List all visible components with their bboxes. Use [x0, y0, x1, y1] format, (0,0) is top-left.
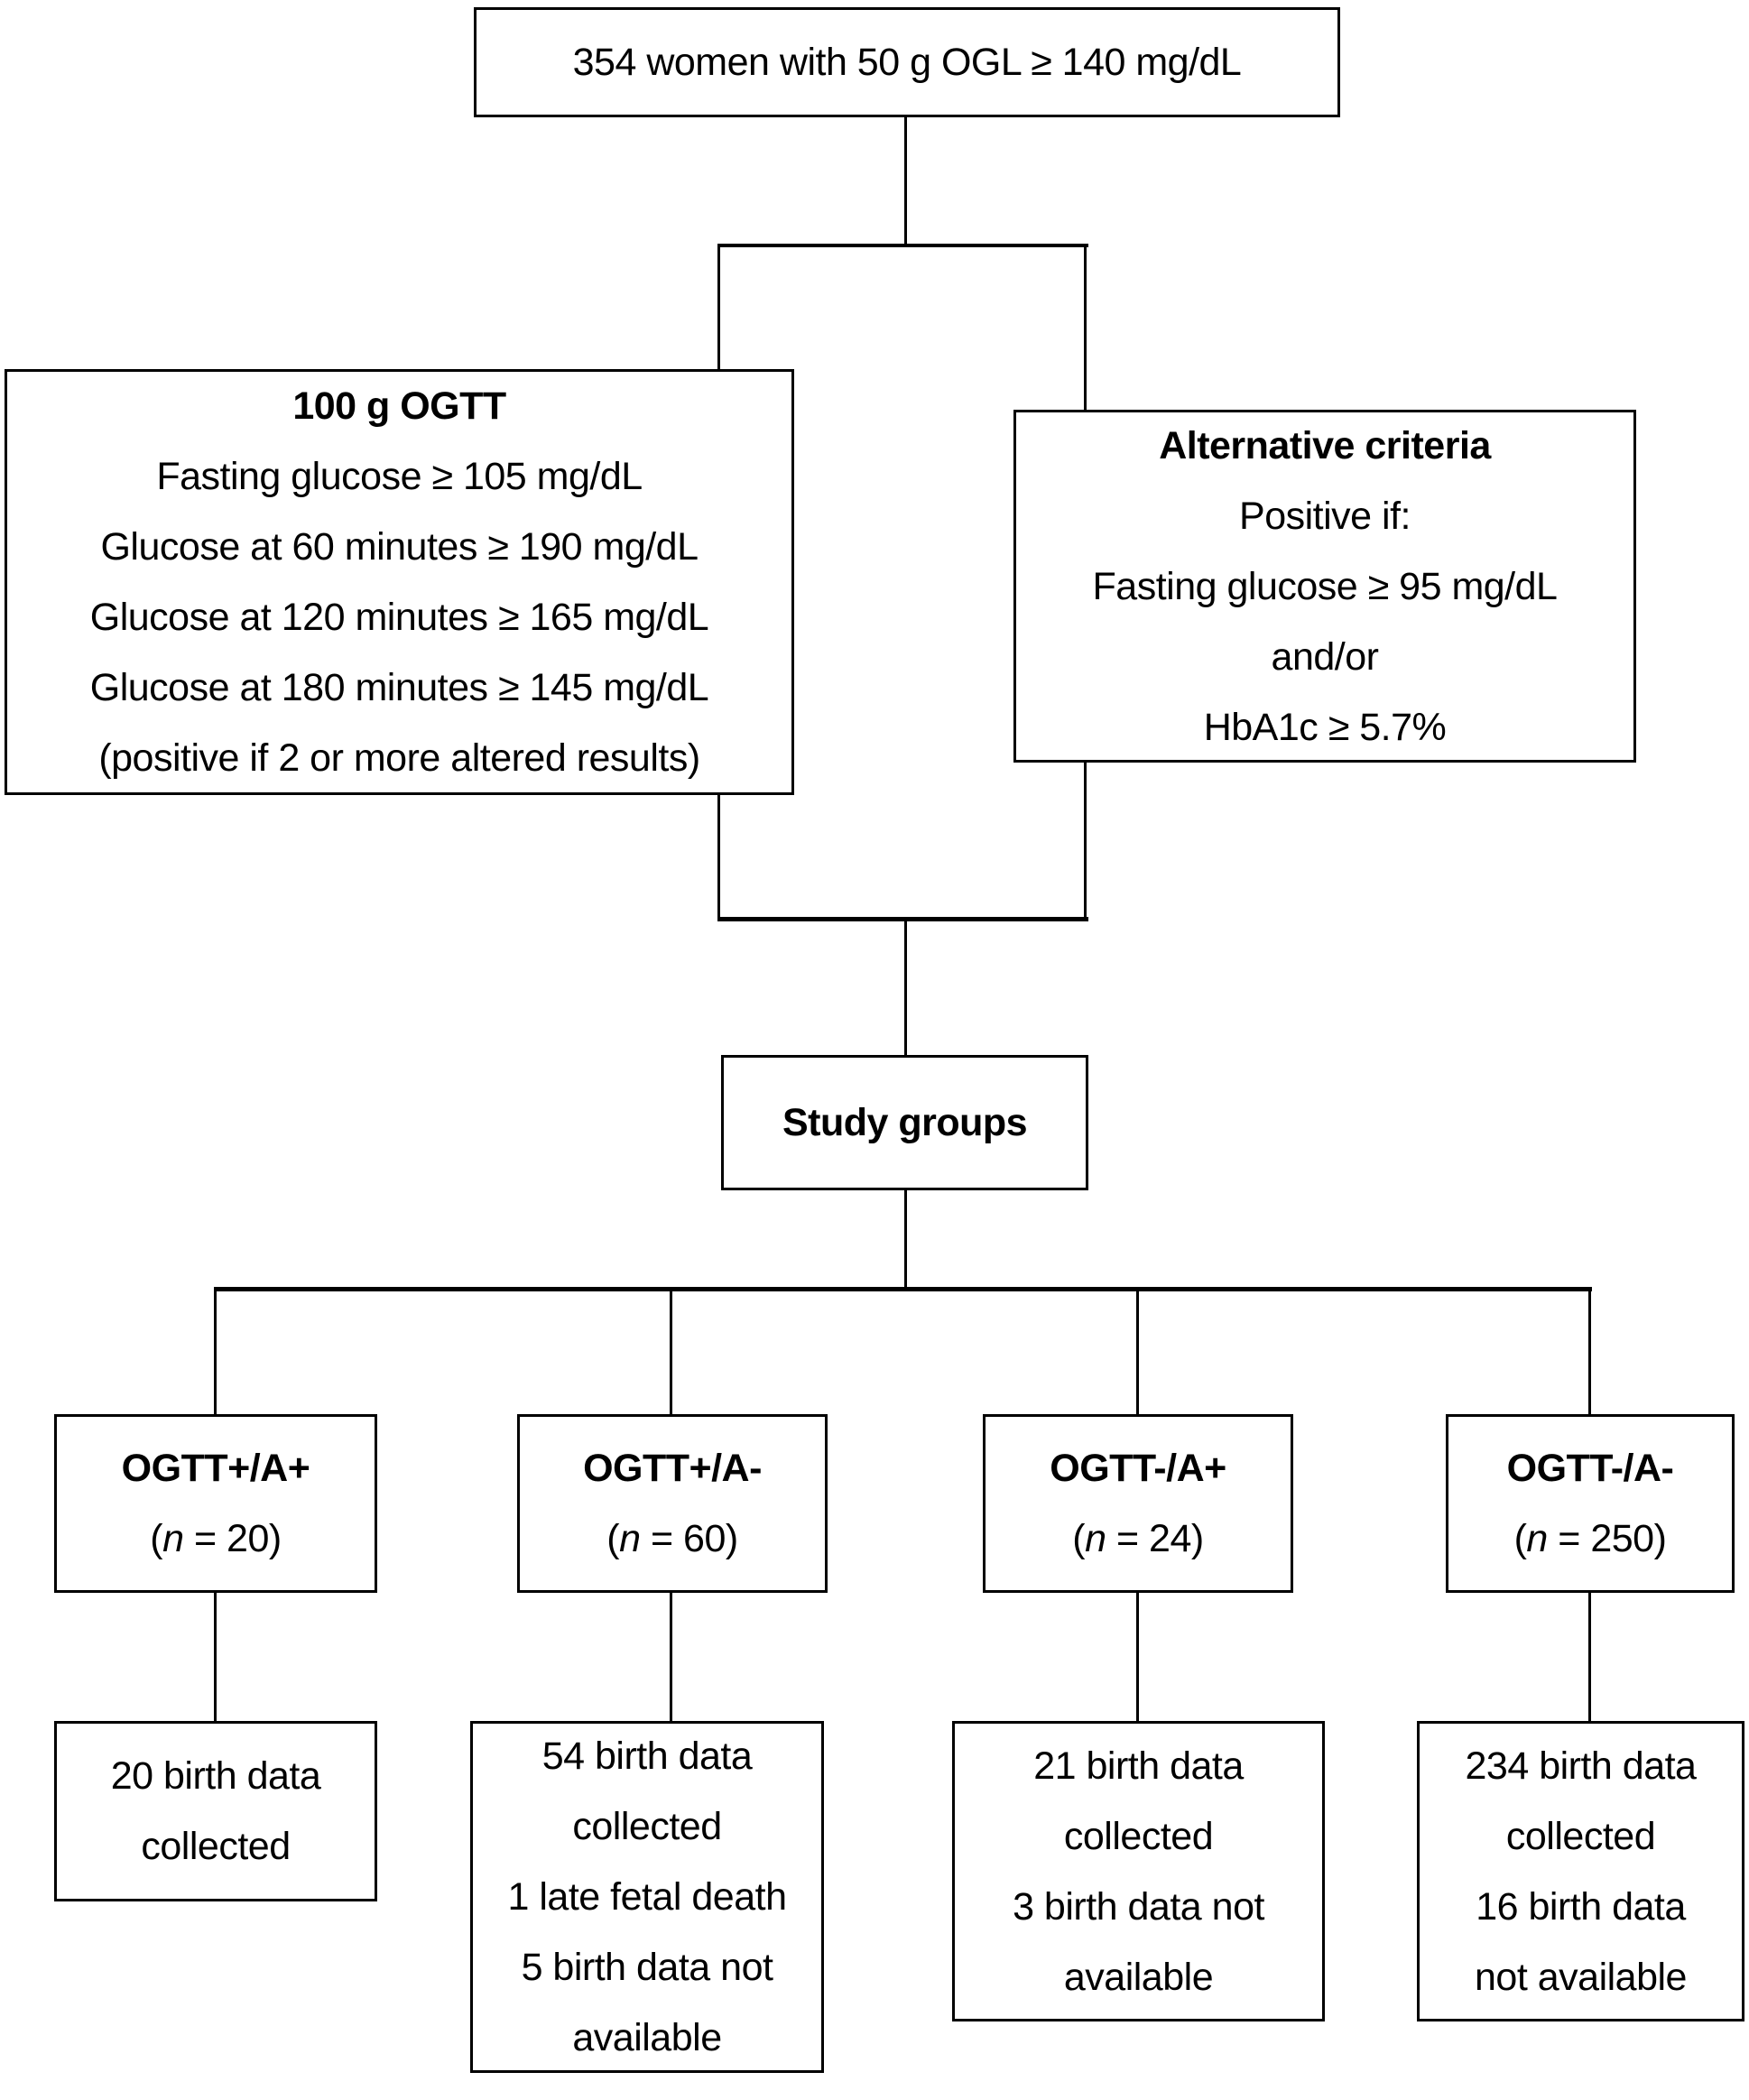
outcome-line: collected — [1505, 1814, 1656, 1858]
connector-split-to-alternative — [1084, 244, 1087, 412]
connector-split-to-ogtt — [717, 244, 720, 372]
outcome-line: 234 birth data — [1465, 1744, 1697, 1788]
ogtt-criteria-title: 100 g OGTT — [292, 384, 506, 428]
ogtt-criteria-line: Fasting glucose ≥ 105 mg/dL — [156, 455, 643, 498]
outcome-line: available — [1063, 1955, 1214, 1999]
outcome-box-3: 21 birth data collected 3 birth data not… — [952, 1721, 1325, 2021]
connector-top-to-split — [904, 116, 907, 247]
outcome-box-2: 54 birth data collected 1 late fetal dea… — [470, 1721, 824, 2073]
group-label: OGTT+/A+ — [121, 1447, 310, 1490]
outcome-line: 21 birth data — [1033, 1744, 1244, 1788]
ogtt-criteria-line: Glucose at 60 minutes ≥ 190 mg/dL — [100, 525, 699, 569]
n-symbol: n — [1526, 1517, 1548, 1560]
n-value: = 250) — [1547, 1517, 1667, 1560]
connector-merge-to-study — [904, 917, 907, 1057]
group-box-ogtt-neg-a-neg: OGTT-/A- (n = 250) — [1446, 1414, 1735, 1593]
outcome-line: 54 birth data — [541, 1735, 753, 1778]
outcome-line: collected — [1063, 1814, 1214, 1858]
n-symbol: n — [1085, 1517, 1106, 1560]
outcome-line: collected — [572, 1805, 722, 1848]
group-label: OGTT+/A- — [583, 1447, 762, 1490]
study-groups-title: Study groups — [782, 1101, 1028, 1144]
population-text: 354 women with 50 g OGL ≥ 140 mg/dL — [572, 41, 1242, 84]
connector-group-3-to-outcome-3 — [1136, 1591, 1139, 1721]
outcome-line: not available — [1475, 1955, 1687, 1999]
alternative-criteria-line: Fasting glucose ≥ 95 mg/dL — [1092, 564, 1558, 608]
n-value: = 60) — [640, 1517, 738, 1560]
group-label: OGTT-/A+ — [1050, 1447, 1226, 1490]
alternative-criteria-line: HbA1c ≥ 5.7% — [1203, 705, 1447, 749]
alternative-criteria-box: Alternative criteria Positive if: Fastin… — [1013, 410, 1636, 763]
group-n-count: (n = 20) — [150, 1503, 282, 1574]
connector-to-group-1 — [214, 1287, 217, 1414]
group-n-count: (n = 24) — [1072, 1503, 1204, 1574]
group-n-count: (n = 60) — [606, 1503, 738, 1574]
ogtt-criteria-line: Glucose at 180 minutes ≥ 145 mg/dL — [89, 666, 709, 709]
connector-to-group-4 — [1588, 1287, 1591, 1414]
n-symbol: n — [619, 1517, 641, 1560]
connector-to-group-3 — [1136, 1287, 1139, 1414]
connector-group-2-to-outcome-2 — [670, 1591, 672, 1721]
group-box-ogtt-pos-a-neg: OGTT+/A- (n = 60) — [517, 1414, 828, 1593]
population-box: 354 women with 50 g OGL ≥ 140 mg/dL — [474, 7, 1340, 117]
connector-group-1-to-outcome-1 — [214, 1591, 217, 1721]
n-symbol: n — [162, 1517, 184, 1560]
n-prefix: ( — [150, 1517, 163, 1560]
ogtt-criteria-box: 100 g OGTT Fasting glucose ≥ 105 mg/dL G… — [5, 369, 794, 795]
outcome-box-4: 234 birth data collected 16 birth data n… — [1417, 1721, 1744, 2021]
group-box-ogtt-neg-a-pos: OGTT-/A+ (n = 24) — [983, 1414, 1293, 1593]
ogtt-criteria-line: Glucose at 120 minutes ≥ 165 mg/dL — [89, 596, 709, 639]
n-value: = 20) — [183, 1517, 282, 1560]
outcome-line: 3 birth data not — [1013, 1884, 1264, 1929]
connector-group-4-to-outcome-4 — [1588, 1591, 1591, 1721]
outcome-line: 20 birth data — [110, 1754, 321, 1798]
connector-merge-horizontal — [717, 917, 1088, 921]
outcome-line: 1 late fetal death — [507, 1875, 787, 1919]
n-value: = 24) — [1106, 1517, 1204, 1560]
group-box-ogtt-pos-a-pos: OGTT+/A+ (n = 20) — [54, 1414, 377, 1593]
group-n-count: (n = 250) — [1514, 1503, 1667, 1574]
alternative-criteria-title: Alternative criteria — [1159, 423, 1491, 467]
study-groups-box: Study groups — [721, 1055, 1088, 1190]
outcome-box-1: 20 birth data collected — [54, 1721, 377, 1901]
n-prefix: ( — [606, 1517, 620, 1560]
connector-ogtt-to-merge — [717, 793, 720, 921]
connector-to-group-2 — [670, 1287, 672, 1414]
outcome-line: available — [572, 2016, 722, 2059]
alternative-criteria-line: and/or — [1271, 634, 1379, 679]
ogtt-criteria-line: (positive if 2 or more altered results) — [98, 736, 700, 780]
n-prefix: ( — [1513, 1517, 1527, 1560]
outcome-line: 5 birth data not — [521, 1946, 773, 1989]
connector-study-to-distribution — [904, 1189, 907, 1291]
connector-split-horizontal — [717, 244, 1088, 247]
outcome-line: collected — [141, 1825, 291, 1868]
outcome-line: 16 birth data — [1476, 1884, 1686, 1929]
connector-distribution-horizontal — [214, 1287, 1592, 1291]
alternative-criteria-line: Positive if: — [1239, 494, 1411, 538]
n-prefix: ( — [1072, 1517, 1086, 1560]
group-label: OGTT-/A- — [1506, 1447, 1674, 1490]
connector-alternative-to-merge — [1084, 761, 1087, 921]
